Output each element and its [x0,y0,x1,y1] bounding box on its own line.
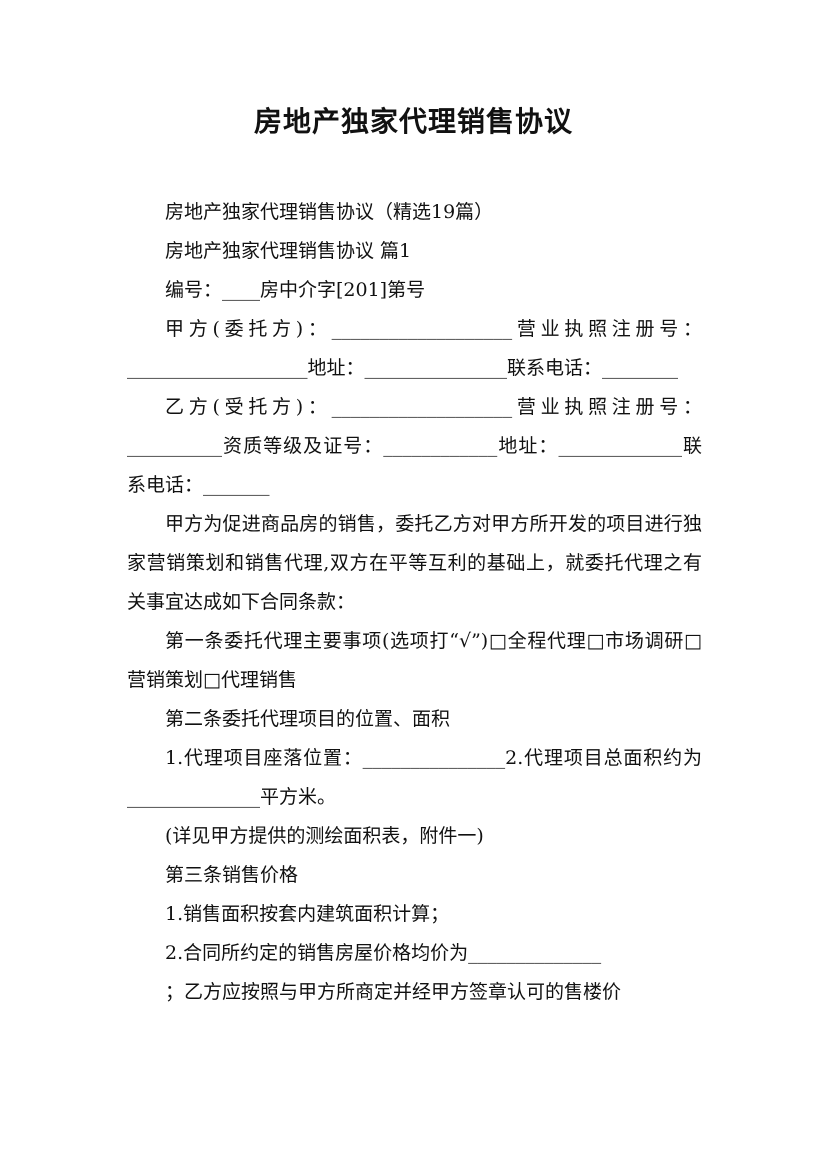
document-body: 房地产独家代理销售协议（精选19篇） 房地产独家代理销售协议 篇1 编号：___… [127,193,702,1012]
paragraph-section-heading: 房地产独家代理销售协议 篇1 [165,240,412,262]
paragraph-party-a: 甲方(委托方)：___________________营业执照注册号：_____… [127,318,702,379]
paragraph-article-3-item-1: 1.销售面积按套内建筑面积计算； [165,903,450,925]
paragraph-subtitle: 房地产独家代理销售协议（精选19篇） [165,201,494,223]
paragraph-preamble: 甲方为促进商品房的销售，委托乙方对甲方所开发的项目进行独家营销策划和销售代理,双… [127,513,702,613]
paragraph-contract-number: 编号：____房中介字[201]第号 [165,279,426,301]
paragraph-article-2-items: 1.代理项目座落位置：_______________2.代理项目总面积约为___… [127,747,702,808]
document-title: 房地产独家代理销售协议 [253,105,573,138]
paragraph-article-3-continuation: ；乙方应按照与甲方所商定并经甲方签章认可的售楼价 [165,981,622,1003]
paragraph-article-3-heading: 第三条销售价格 [165,864,299,886]
paragraph-article-3-item-2: 2.合同所约定的销售房屋价格均价为______________ [165,942,602,964]
paragraph-party-b: 乙方(受托方)：___________________营业执照注册号：_____… [127,396,702,496]
paragraph-article-2-heading: 第二条委托代理项目的位置、面积 [165,708,451,730]
paragraph-article-2-note: (详见甲方提供的测绘面积表，附件一) [165,825,484,847]
paragraph-article-1: 第一条委托代理主要事项(选项打“√”)□全程代理□市场调研□营销策划□代理销售 [127,630,702,691]
